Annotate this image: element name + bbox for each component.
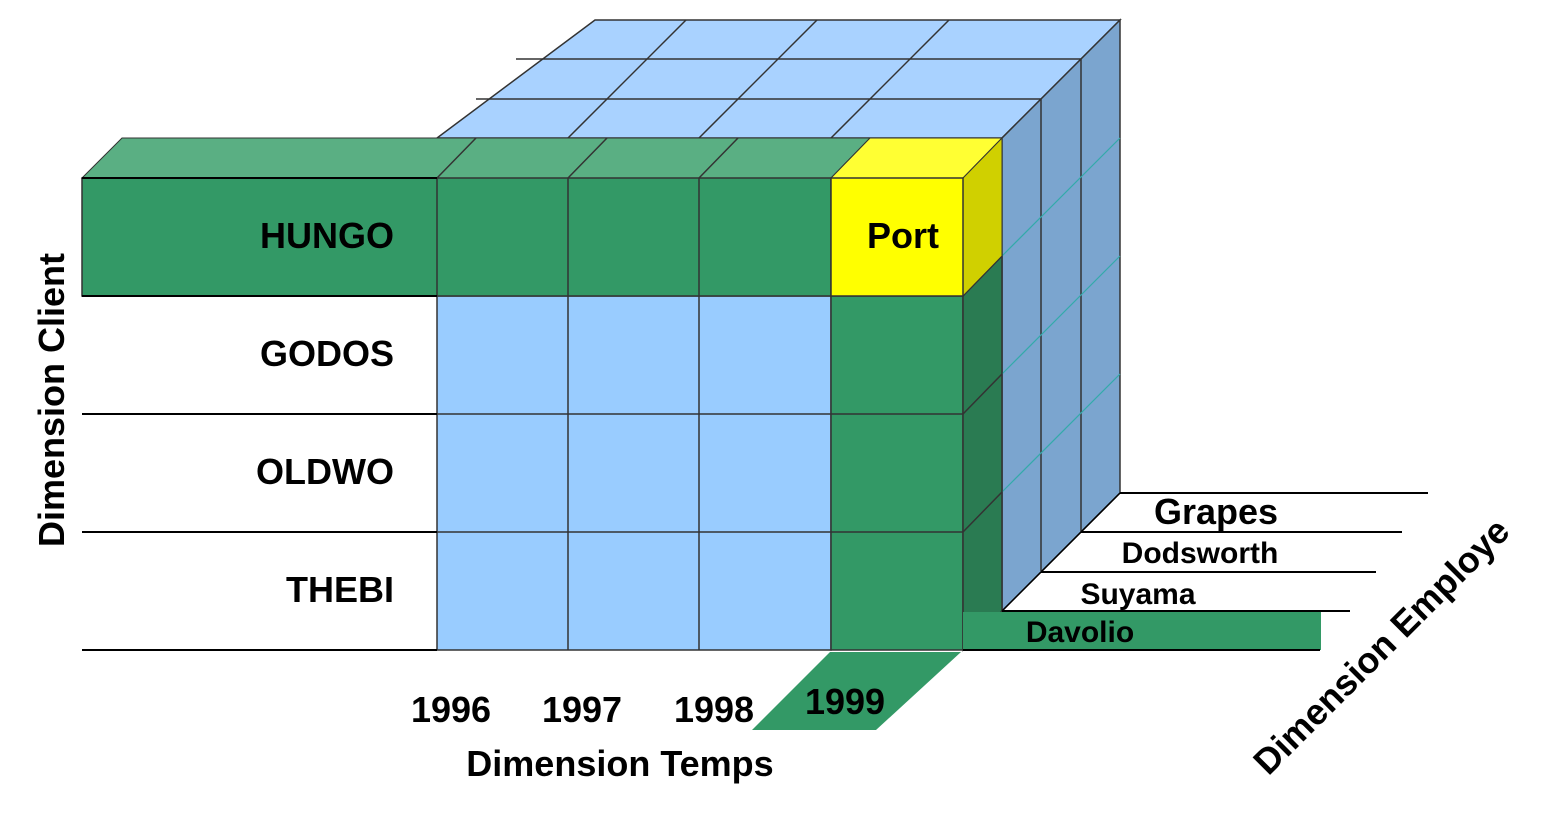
axis-title-time: Dimension Temps [466, 743, 773, 784]
time-slice-1999 [830, 295, 964, 651]
year-label: 1998 [674, 689, 754, 730]
employee-slice-davolio [962, 254, 1003, 652]
client-label: HUNGO [260, 215, 394, 256]
year-label: 1999 [805, 681, 885, 722]
axis-title-client: Dimension Client [31, 253, 72, 547]
employee-davolio-bar [963, 612, 1321, 650]
highlight-label: Port [867, 215, 939, 256]
highlight-cell [829, 136, 1004, 298]
employee-label: Grapes [1154, 491, 1278, 532]
employee-row-lines [963, 492, 1428, 651]
employee-label: Suyama [1080, 578, 1195, 611]
client-row-lines [82, 177, 437, 651]
client-label: THEBI [286, 569, 394, 610]
cube-side-face [1001, 18, 1121, 613]
client-label: OLDWO [256, 451, 394, 492]
year-1999-floor [752, 652, 961, 730]
client-slice-hungo [80, 137, 872, 297]
cube-front-face [436, 295, 832, 651]
employee-label: Davolio [1026, 616, 1134, 649]
cube-top-face [434, 19, 1122, 139]
year-label: 1996 [411, 689, 491, 730]
year-label: 1997 [542, 689, 622, 730]
employee-label: Dodsworth [1122, 537, 1279, 570]
client-label: GODOS [260, 333, 394, 374]
